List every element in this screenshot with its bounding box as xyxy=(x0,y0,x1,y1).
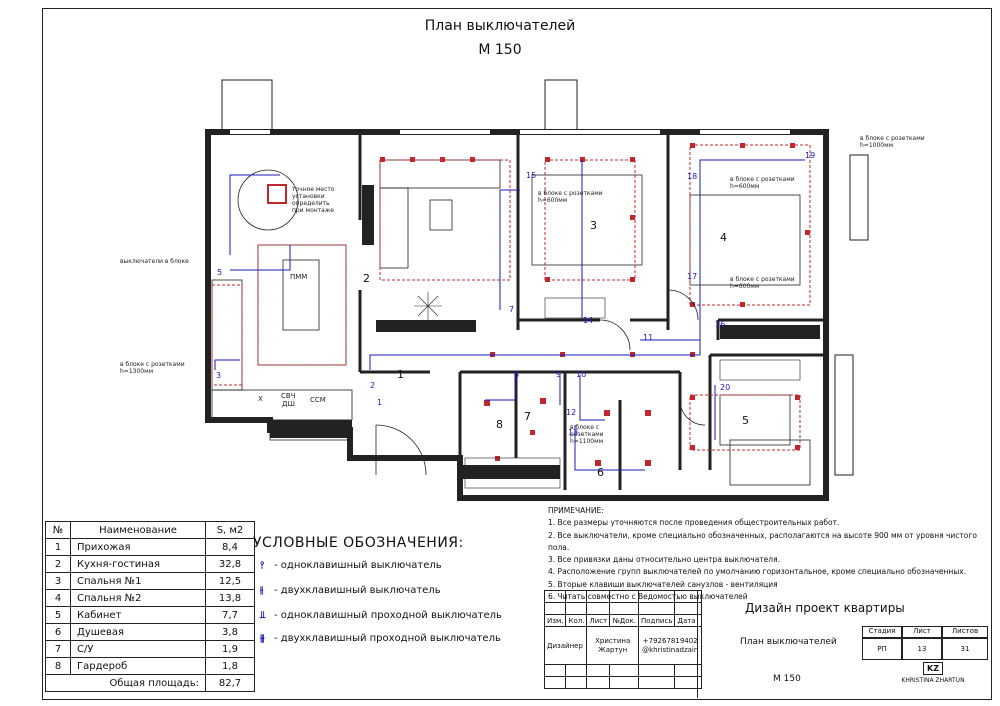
oven-label: ДШ xyxy=(282,400,295,408)
switch-12: 12 xyxy=(566,408,577,417)
plant xyxy=(414,292,442,320)
switch-9: 9 xyxy=(556,370,562,379)
rooms-table-header: № Наименование S, м2 xyxy=(45,521,255,539)
col-header-area: S, м2 xyxy=(205,521,255,539)
switch-14: 14 xyxy=(583,316,594,325)
designer-logo: KZ KHRISTINA ZHARTUN xyxy=(890,662,976,684)
col-header-number: № xyxy=(45,521,71,539)
sheet-value: 13 xyxy=(902,638,942,660)
stamp-contacts: +79267819402@khristinadzain xyxy=(637,626,703,665)
project-title: Дизайн проект квартиры xyxy=(745,601,905,615)
stage-value: РП xyxy=(862,638,902,660)
room-number-8: 8 xyxy=(496,418,503,431)
switch-20: 20 xyxy=(720,383,731,392)
drawing-frame xyxy=(42,8,992,700)
switch-19: 19 xyxy=(805,151,816,160)
sheets-value: 31 xyxy=(942,638,988,660)
doors xyxy=(375,289,706,476)
room-number-2: 2 xyxy=(363,272,370,285)
double-pass-switch-icon: ⫵ xyxy=(260,633,265,644)
switch-18: 18 xyxy=(687,172,698,181)
switch-11: 11 xyxy=(643,333,654,342)
switch-16: 16 xyxy=(715,320,726,329)
room-number-7: 7 xyxy=(524,410,531,423)
washer-label: ССМ xyxy=(310,396,326,404)
total-area-value: 82,7 xyxy=(205,674,255,692)
legend-item-single-pass: ⫫- одноклавишный проходной выключатель xyxy=(260,610,502,621)
room-number-1: 1 xyxy=(397,368,404,381)
closet-hatch xyxy=(464,297,801,489)
balcony-right xyxy=(849,154,869,241)
single-switch-icon: ⫯ xyxy=(260,560,265,571)
col-header-name: Наименование xyxy=(70,521,206,539)
balcony-left xyxy=(221,79,273,133)
stage-label: Стадия xyxy=(862,626,902,638)
room-number-5: 5 xyxy=(742,414,749,427)
switch-5: 5 xyxy=(217,268,223,277)
logo-text: KHRISTINA ZHARTUN xyxy=(901,677,965,684)
switch-17: 17 xyxy=(687,272,698,281)
logo-mark: KZ xyxy=(923,662,943,675)
switch-1: 1 xyxy=(377,398,383,407)
sheets-label: Листов xyxy=(942,626,988,638)
switches-in-block-note: выключатели в блоке xyxy=(120,258,189,265)
stamp-role: Дизайнер xyxy=(543,626,588,665)
interior-walls xyxy=(358,132,826,490)
switch-15: 15 xyxy=(526,171,537,180)
room-number-3: 3 xyxy=(590,219,597,232)
total-area-label: Общая площадь: xyxy=(45,674,206,692)
room-number-4: 4 xyxy=(720,231,727,244)
legend-item-single: ⫯- одноклавишный выключатель xyxy=(260,560,442,571)
dishwasher-label: ПММ xyxy=(290,273,308,281)
switch-10: 10 xyxy=(576,370,587,379)
page-title: План выключателей xyxy=(424,18,576,34)
switch-7: 7 xyxy=(509,305,515,314)
wiring xyxy=(214,159,805,471)
sheet-title: План выключателей xyxy=(740,637,837,647)
room-number-6: 6 xyxy=(597,466,604,479)
fridge-label: X xyxy=(258,395,263,403)
switch-13: 13 xyxy=(568,428,579,437)
microwave-label: СВЧ xyxy=(281,392,296,400)
double-switch-icon: ⫲ xyxy=(260,585,264,596)
switch-8: 8 xyxy=(514,370,520,379)
balcony-right-lower xyxy=(834,354,854,476)
switch-3: 3 xyxy=(216,371,222,380)
table-total-row: Общая площадь: 82,7 xyxy=(45,674,255,692)
page-scale: М 150 xyxy=(478,42,522,58)
radiators xyxy=(270,185,820,479)
single-pass-switch-icon: ⫫ xyxy=(260,610,266,621)
legend-item-double: ⫲- двухклавишный выключатель xyxy=(260,585,441,596)
title-block-main xyxy=(697,590,991,698)
switch-2: 2 xyxy=(370,381,376,390)
balcony-middle xyxy=(544,79,578,133)
notes: ПРИМЕЧАНИЕ: 1. Все размеры уточняются по… xyxy=(548,505,1000,603)
sheet-scale: М 150 xyxy=(773,674,801,684)
sheet-label: Лист xyxy=(902,626,942,638)
legend-item-double-pass: ⫵- двухклавишный проходной выключатель xyxy=(260,633,501,644)
notes-title: ПРИМЕЧАНИЕ: xyxy=(548,506,604,515)
legend-title: УСЛОВНЫЕ ОБОЗНАЧЕНИЯ: xyxy=(253,535,464,551)
